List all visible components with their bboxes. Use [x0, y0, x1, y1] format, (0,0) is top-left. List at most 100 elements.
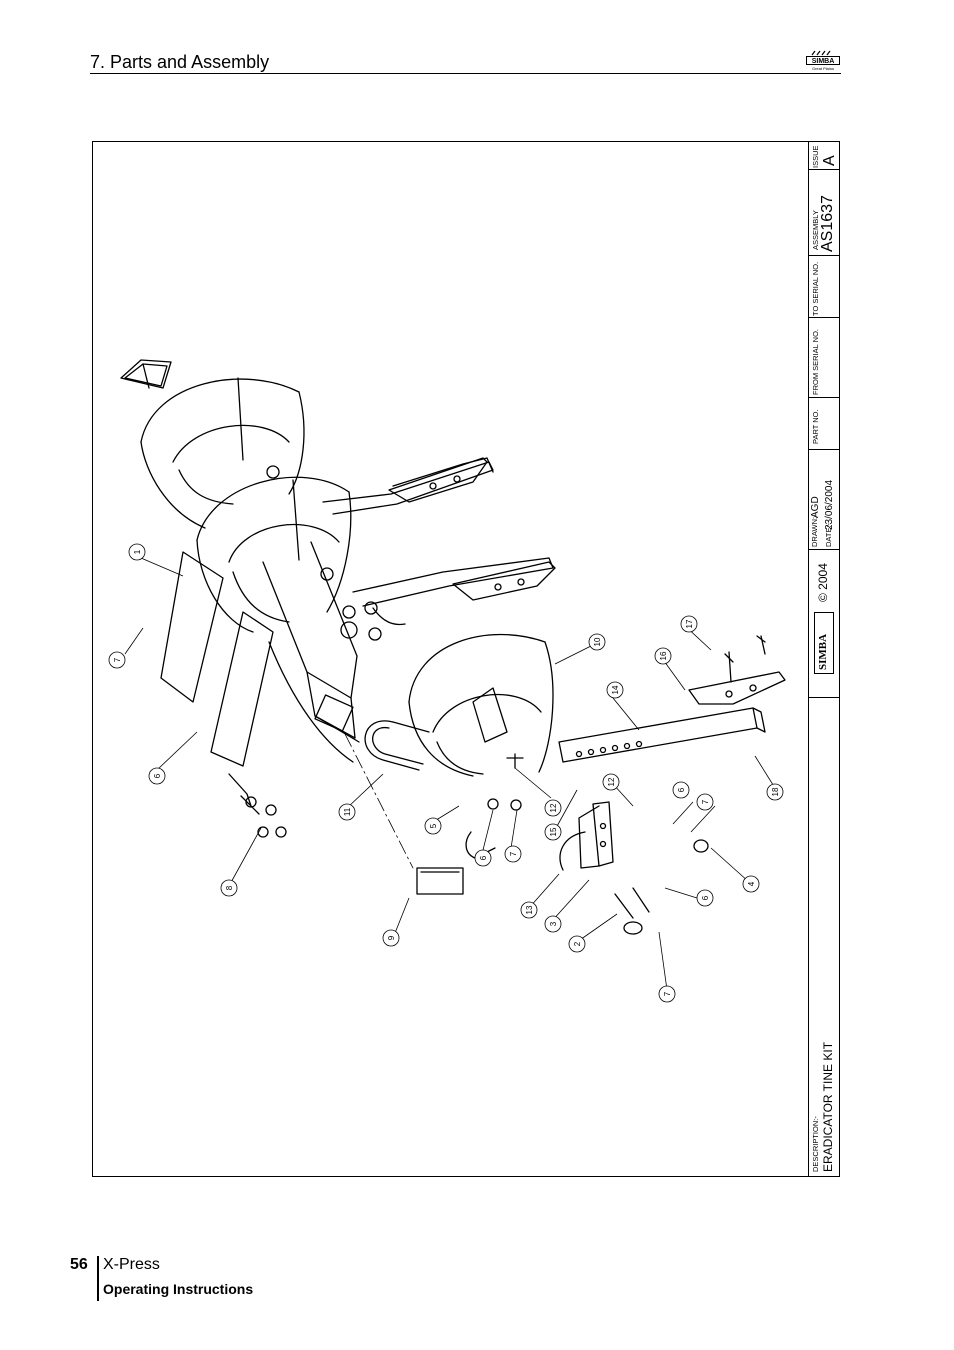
bolts-17 [724, 635, 766, 683]
svg-text:1: 1 [133, 549, 142, 554]
drawn-value: AGD [810, 496, 821, 518]
svg-text:10: 10 [593, 637, 602, 646]
rubber-cap-lower [416, 867, 464, 895]
mounting-plates [160, 551, 354, 767]
callout-13: 13 [520, 901, 538, 919]
part-callouts: 1 7 6 8 9 11 5 6 7 12 10 14 15 12 13 3 2… [108, 543, 784, 1003]
description-label: DESCRIPTION:- [811, 1116, 820, 1172]
copyright: © 2004 [816, 563, 830, 602]
svg-text:16: 16 [659, 651, 668, 660]
svg-text:6: 6 [153, 773, 162, 778]
callout-17: 17 [680, 615, 698, 633]
callout-12b: 12 [602, 773, 620, 791]
callout-11: 11 [338, 803, 356, 821]
part-no-label: PART NO. [811, 409, 820, 444]
simba-title-logo: SIMBA [814, 612, 834, 674]
drawn-label: DRAWN:- [810, 514, 819, 547]
tine-arm-upper [322, 457, 494, 515]
simba-logo: SIMBA Great Plains [806, 50, 840, 71]
rubber-cap-upper [120, 359, 172, 389]
issue-label: ISSUE [811, 145, 820, 168]
callout-10: 10 [588, 633, 606, 651]
tb-part-no: PART NO. [809, 398, 840, 450]
svg-text:7: 7 [663, 991, 672, 996]
callout-6c: 6 [696, 889, 714, 907]
logo-text: SIMBA [812, 58, 835, 65]
product-name: X-Press [103, 1256, 160, 1273]
tb-to-serial: TO SERIAL NO. [809, 256, 840, 318]
svg-text:17: 17 [685, 619, 694, 628]
header-rule [90, 73, 841, 74]
callout-6b: 6 [474, 849, 492, 867]
title-block: ISSUE A ASSEMBLY AS1637 TO SERIAL NO. FR… [808, 142, 840, 1176]
svg-text:6: 6 [479, 855, 488, 860]
page-number: 56 [70, 1256, 88, 1273]
section-title: 7. Parts and Assembly [90, 52, 270, 72]
bolts-8 [228, 773, 287, 838]
svg-text:9: 9 [387, 935, 396, 940]
callout-4: 4 [742, 875, 760, 893]
tb-description: DESCRIPTION:- ERADICATOR TINE KIT [809, 698, 840, 1176]
svg-text:5: 5 [429, 823, 438, 828]
svg-text:18: 18 [771, 787, 780, 796]
callout-5: 5 [424, 817, 442, 835]
tb-assembly: ASSEMBLY AS1637 [809, 170, 840, 256]
callout-16: 16 [654, 647, 672, 665]
callout-8: 8 [220, 879, 238, 897]
callout-2: 2 [568, 935, 586, 953]
svg-text:12: 12 [549, 803, 558, 812]
document-type: Operating Instructions [103, 1281, 254, 1297]
svg-text:6: 6 [677, 787, 686, 792]
callout-12a: 12 [544, 799, 562, 817]
square-tube [262, 541, 360, 743]
tb-from-serial: FROM SERIAL NO. [809, 318, 840, 398]
callout-7a: 7 [108, 651, 126, 669]
footer-rule [97, 1256, 99, 1301]
to-serial-label: TO SERIAL NO. [811, 261, 820, 316]
svg-text:4: 4 [747, 881, 756, 886]
callout-18: 18 [766, 783, 784, 801]
assembly-number: AS1637 [819, 195, 836, 252]
callout-3: 3 [544, 915, 562, 933]
svg-text:11: 11 [343, 807, 352, 816]
callout-leaders [124, 557, 776, 991]
callout-14: 14 [606, 681, 624, 699]
svg-text:14: 14 [611, 685, 620, 694]
callout-9: 9 [382, 929, 400, 947]
tine-bar [558, 707, 766, 763]
u-bolt [364, 720, 430, 771]
tb-issue: ISSUE A [809, 142, 840, 170]
from-serial-label: FROM SERIAL NO. [811, 329, 820, 395]
callout-15: 15 [544, 823, 562, 841]
description-value: ERADICATOR TINE KIT [821, 1041, 835, 1172]
svg-text:13: 13 [525, 905, 534, 914]
tube-housing-right [408, 633, 554, 777]
callout-6a: 6 [148, 767, 166, 785]
pivot-bracket [559, 801, 614, 871]
tb-logo: © 2004 SIMBA [809, 550, 840, 698]
tb-drawn: DRAWN:- AGD DATE:- 23/06/2004 [809, 450, 840, 550]
svg-text:7: 7 [509, 851, 518, 856]
pins-and-bushes [465, 753, 709, 935]
issue-value: A [821, 155, 838, 166]
svg-text:6: 6 [701, 895, 710, 900]
tube-housing-lower [196, 476, 352, 633]
tine-arm-middle [352, 557, 556, 626]
tube-housing-upper [140, 377, 305, 529]
callout-6d: 6 [672, 781, 690, 799]
callout-7b: 7 [504, 845, 522, 863]
drawing-frame: 1 7 6 8 9 11 5 6 7 12 10 14 15 12 13 3 2… [92, 141, 840, 1177]
exploded-assembly-drawing: 1 7 6 8 9 11 5 6 7 12 10 14 15 12 13 3 2… [108, 359, 786, 1003]
callout-7d: 7 [696, 793, 714, 811]
svg-text:7: 7 [113, 657, 122, 662]
svg-text:2: 2 [573, 941, 582, 946]
svg-text:7: 7 [701, 799, 710, 804]
date-value: 23/06/2004 [824, 479, 835, 530]
bolts-upper [266, 465, 382, 641]
svg-text:3: 3 [549, 921, 558, 926]
svg-text:12: 12 [607, 777, 616, 786]
callout-1: 1 [128, 543, 146, 561]
svg-text:15: 15 [549, 827, 558, 836]
callout-7c: 7 [658, 985, 676, 1003]
svg-text:8: 8 [225, 885, 234, 890]
